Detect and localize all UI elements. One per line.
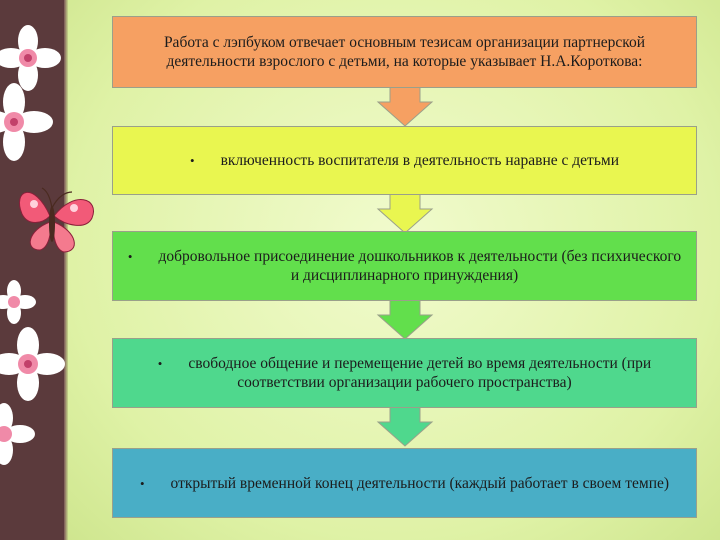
flower-icon [0, 280, 36, 324]
down-arrow-icon [376, 405, 434, 447]
down-arrow-icon [376, 298, 434, 340]
arrow-shape [376, 298, 434, 340]
step-text: свободное общение и перемещение детей во… [188, 355, 652, 391]
down-arrow-icon [376, 192, 434, 234]
decoration-layer [0, 25, 94, 465]
step-box-voluntary: • добровольное присоединение дошкольников… [112, 231, 697, 301]
flower-icon [0, 327, 65, 401]
flower-icon [0, 403, 35, 465]
down-arrow-icon [376, 85, 434, 127]
step-box-inclusion: • включенность воспитателя в деятельность… [112, 126, 697, 195]
arrow-shape [376, 85, 434, 127]
arrow-shape [376, 192, 434, 234]
bullet-icon: • [190, 153, 195, 168]
butterfly-icon [19, 187, 94, 253]
flower-icon [0, 83, 53, 161]
bullet-icon: • [139, 475, 145, 491]
step-text: Работа с лэпбуком отвечает основным тези… [163, 34, 646, 70]
step-text: добровольное присоединение дошкольников … [158, 248, 682, 284]
step-text: включенность воспитателя в деятельность … [220, 152, 619, 169]
bullet-icon: • [127, 249, 133, 264]
step-box-open-end: • открытый временной конец деятельности (… [112, 448, 697, 518]
arrow-shape [376, 405, 434, 447]
step-box-intro: Работа с лэпбуком отвечает основным тези… [112, 16, 697, 88]
bullet-icon: • [157, 356, 163, 371]
step-text: открытый временной конец деятельности (к… [170, 474, 670, 492]
step-box-communication: • свободное общение и перемещение детей в… [112, 338, 697, 408]
flower-icon [0, 25, 61, 91]
